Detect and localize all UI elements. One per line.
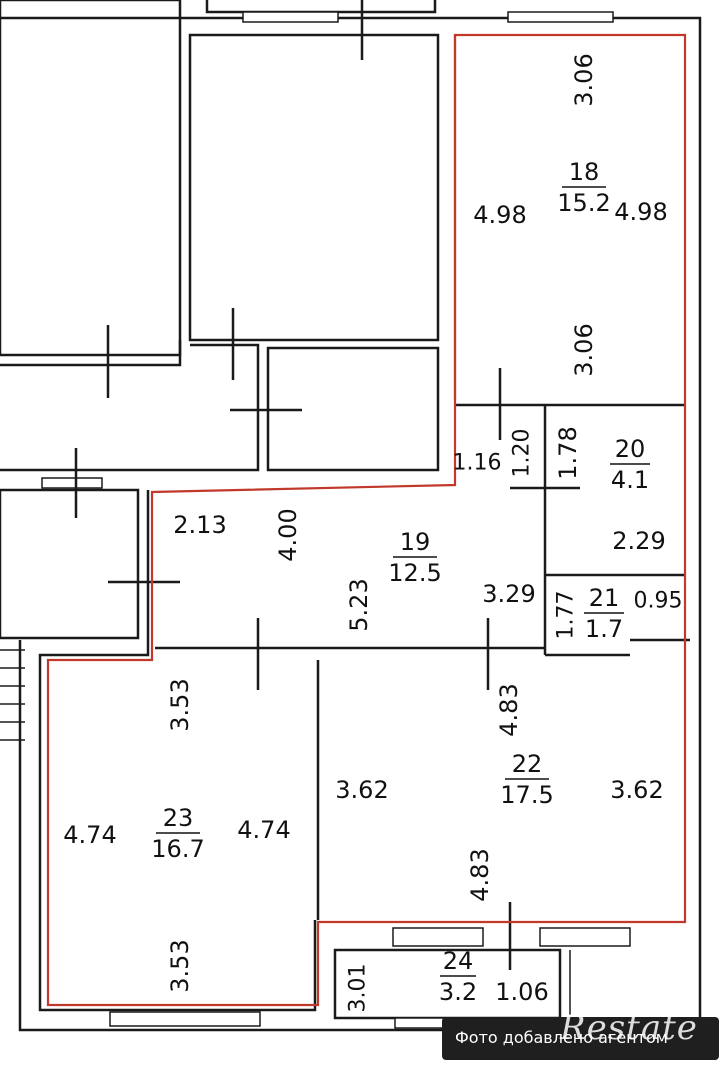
windows [41, 11, 631, 1029]
dimension-labels: 3.06 4.98 4.98 3.06 1.16 1.20 1.78 2.29 … [63, 53, 682, 1012]
dimension-label: 3.62 [610, 776, 663, 804]
room-area: 3.2 [439, 978, 477, 1006]
dimension-label: 4.98 [614, 198, 667, 226]
dimension-label: 1.77 [554, 591, 579, 640]
room-area: 16.7 [151, 835, 204, 863]
dimension-label: 1.16 [453, 451, 502, 476]
room-number: 24 [443, 947, 474, 975]
dimension-label: 3.53 [166, 678, 194, 731]
dimension-label: 4.00 [274, 508, 302, 561]
photo-caption: Фото добавлено агентом [442, 1017, 719, 1060]
room-area: 1.7 [585, 615, 623, 643]
dimension-label: 3.06 [570, 53, 598, 106]
apartment-outline [46, 33, 687, 1007]
room-area: 15.2 [557, 189, 610, 217]
room-number: 20 [615, 435, 646, 463]
room-number: 21 [589, 584, 620, 612]
room-area: 17.5 [500, 781, 553, 809]
dimension-label: 2.13 [173, 511, 226, 539]
dimension-label: 3.06 [570, 323, 598, 376]
room-label-23: 23 16.7 [151, 804, 204, 863]
walls [0, 0, 702, 1032]
room-number: 23 [163, 804, 194, 832]
room-label-18: 18 15.2 [557, 158, 610, 217]
dimension-label: 2.29 [612, 527, 665, 555]
dimension-label: 4.98 [473, 201, 526, 229]
room-label-20: 20 4.1 [610, 435, 650, 494]
room-label-22: 22 17.5 [500, 750, 553, 809]
room-label-19: 19 12.5 [388, 528, 441, 587]
room-number: 19 [400, 528, 431, 556]
dimension-label: 3.29 [482, 580, 535, 608]
dimension-label: 1.06 [495, 978, 548, 1006]
dimension-label: 3.01 [346, 964, 371, 1013]
room-area: 4.1 [611, 466, 649, 494]
restate-watermark: Restate [560, 1008, 698, 1048]
door-marks [74, 0, 690, 970]
dimension-label: 4.74 [237, 816, 290, 844]
photo-caption-text: Фото добавлено агентом [455, 1028, 668, 1047]
room-area: 12.5 [388, 559, 441, 587]
dimension-label: 1.78 [554, 426, 582, 479]
dimension-label: 5.23 [345, 578, 373, 631]
room-number: 18 [569, 158, 600, 186]
dimension-label: 4.74 [63, 821, 116, 849]
dimension-label: 3.53 [166, 939, 194, 992]
room-label-24: 24 3.2 [439, 947, 477, 1006]
room-number: 22 [512, 750, 543, 778]
dimension-label: 4.83 [495, 683, 523, 736]
dimension-label: 3.62 [335, 776, 388, 804]
dimension-label: 0.95 [634, 589, 683, 614]
dimension-label: 4.83 [466, 848, 494, 901]
dimension-label: 1.20 [510, 429, 535, 478]
room-label-21: 21 1.7 [584, 584, 624, 643]
